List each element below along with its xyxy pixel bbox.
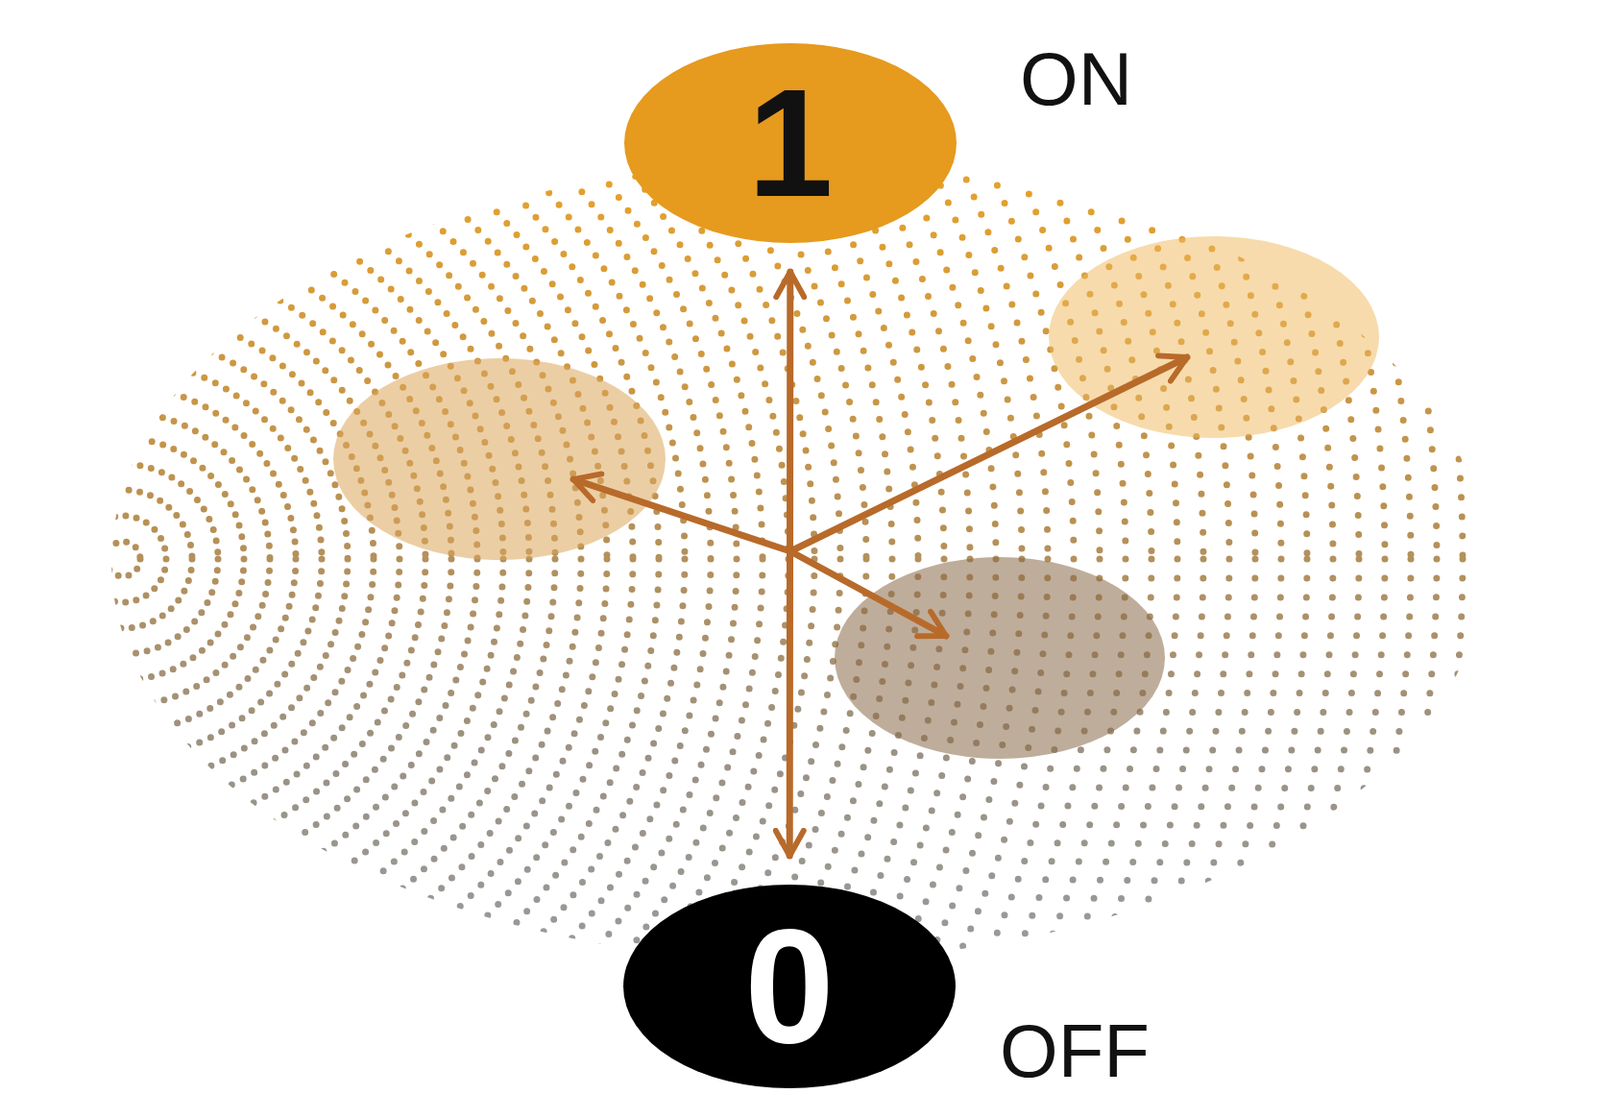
dotted-arc (0, 0, 1334, 1094)
state-vector (790, 357, 1188, 552)
dotted-arc (0, 0, 1385, 1094)
dotted-arc (0, 0, 996, 1094)
dotted-arc (0, 48, 633, 1069)
state-vector (573, 479, 791, 552)
state-vector (790, 551, 946, 636)
dotted-arc (0, 204, 478, 914)
state-blob (333, 358, 666, 560)
dotted-arcs (0, 0, 1541, 1094)
state-blob (834, 557, 1165, 759)
dotted-arc (1, 437, 244, 680)
dotted-arc (0, 0, 1515, 1094)
dotted-arc (0, 0, 1126, 1094)
dotted-arc (0, 308, 374, 810)
dotted-arc (0, 0, 685, 1094)
dotted-arc (0, 0, 1541, 1094)
circle-fill (624, 43, 957, 243)
basis-axis-arrow (786, 271, 795, 856)
dotted-arc (0, 0, 1178, 1094)
dotted-arc (0, 0, 1282, 1094)
state-label: ON (1019, 41, 1133, 117)
dotted-arc (0, 230, 452, 888)
state-digit: 0 (623, 884, 956, 1089)
state-label: OFF (999, 1013, 1150, 1089)
state-circle: 1ON (624, 43, 957, 243)
dotted-arc (0, 0, 1463, 1094)
dotted-arc (0, 0, 1100, 1094)
dotted-arc (0, 0, 1437, 1094)
dotted-arc (0, 0, 1359, 1094)
dotted-arc (0, 386, 296, 732)
dotted-arc (0, 0, 1022, 1094)
dotted-arc (27, 463, 219, 655)
circle-fill (623, 884, 956, 1089)
state-digit: 1 (624, 43, 957, 243)
dotted-arc (0, 0, 1489, 1094)
dotted-arc (0, 0, 1152, 1094)
dotted-arc (0, 0, 737, 1094)
dotted-arc (0, 0, 1204, 1094)
dotted-arc (0, 0, 970, 1094)
dotted-arc (0, 126, 556, 992)
dotted-arc (0, 0, 1048, 1094)
dotted-arc (0, 0, 711, 1094)
state-circle: 0OFF (623, 884, 956, 1089)
dotted-arc (0, 412, 270, 706)
state-blob (1048, 236, 1380, 438)
dotted-arc (0, 256, 426, 862)
dotted-arc (0, 360, 322, 758)
dotted-arc (0, 23, 659, 1094)
dotted-arc (0, 0, 1230, 1094)
dotted-arc (0, 0, 1074, 1094)
dotted-arc (105, 541, 141, 577)
dotted-arc (79, 515, 167, 603)
dotted-arc (0, 0, 1256, 1094)
dotted-arc (0, 0, 1308, 1094)
dotted-arc (0, 282, 400, 836)
dotted-arc (0, 334, 348, 784)
dotted-arc (0, 0, 1411, 1094)
dotted-arc (53, 489, 193, 629)
